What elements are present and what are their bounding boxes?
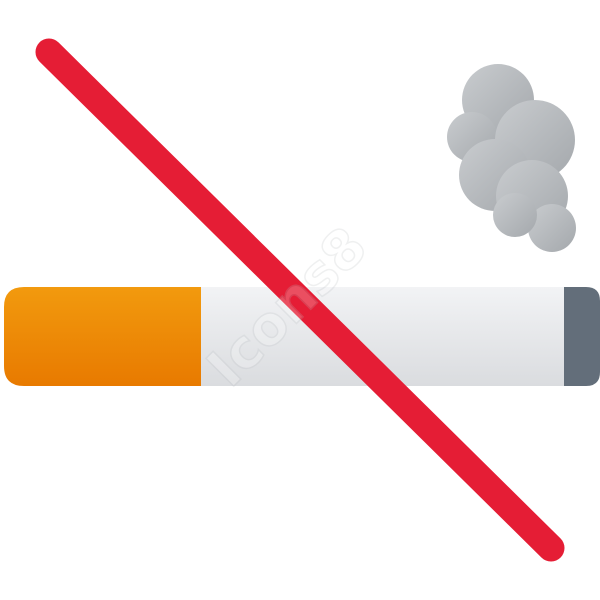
smoke-cloud	[447, 64, 576, 252]
cigarette-filter	[4, 287, 201, 386]
cigarette-ash-tip	[564, 287, 600, 386]
prohibition-slash	[35, 38, 565, 562]
